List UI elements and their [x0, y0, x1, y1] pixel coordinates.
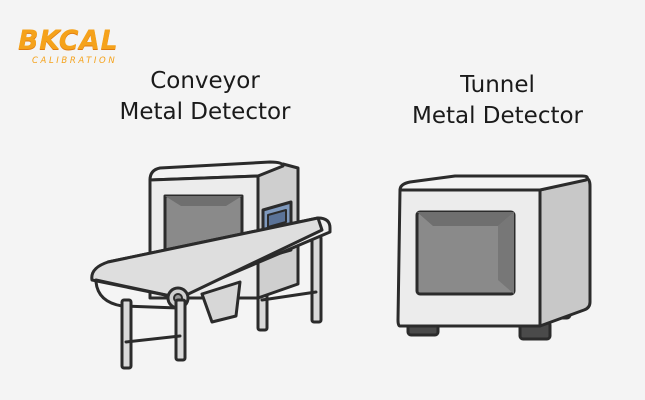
tunnel-title-line2: Metal Detector	[411, 103, 584, 129]
logo-brand: BKCAL	[18, 25, 119, 56]
tunnel-title: Tunnel Metal Detector	[385, 70, 610, 132]
tunnel-title-line1: Tunnel	[460, 72, 535, 98]
reject-bin	[200, 280, 242, 324]
conveyor-title-line1: Conveyor	[150, 68, 260, 94]
conveyor-belt	[90, 216, 332, 310]
conveyor-legs-front	[120, 298, 187, 370]
conveyor-metal-detector-icon	[90, 160, 332, 370]
bkcal-logo: BKCAL CALIBRATION	[18, 26, 153, 76]
conveyor-title: Conveyor Metal Detector	[95, 66, 315, 128]
tunnel-metal-detector-icon	[396, 174, 592, 341]
logo-tagline: CALIBRATION	[32, 56, 118, 66]
conveyor-title-line2: Metal Detector	[119, 99, 291, 125]
